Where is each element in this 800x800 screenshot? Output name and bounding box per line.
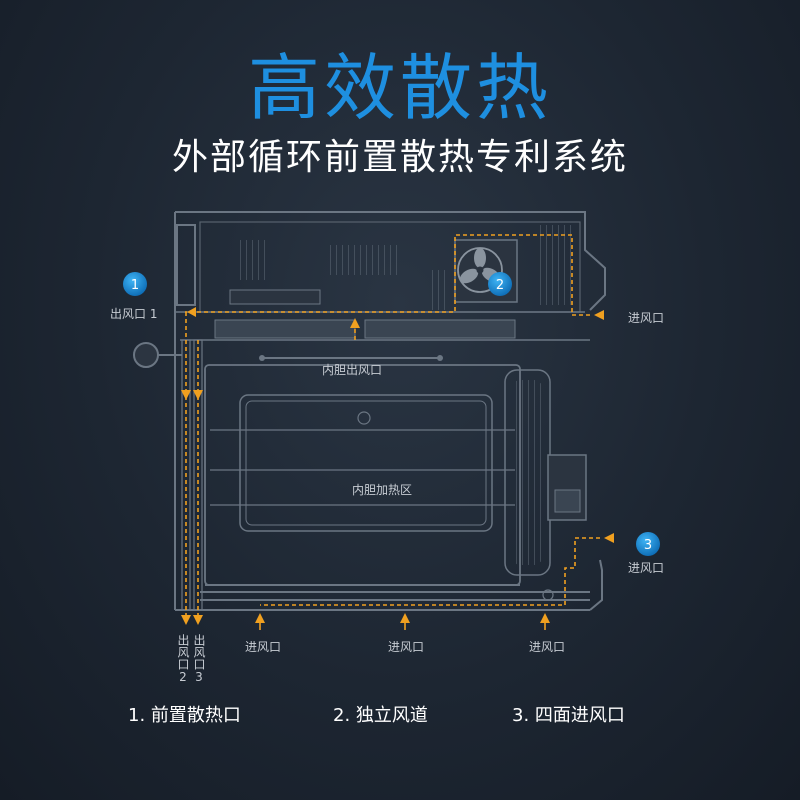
- label-inlet-bottom-1: 进风口: [245, 640, 281, 654]
- badge-1: 1: [123, 272, 147, 296]
- svg-text:2: 2: [496, 278, 504, 293]
- badge-3: 3: [636, 532, 660, 556]
- feature-independent-duct: 2. 独立风道: [333, 705, 428, 726]
- page-subtitle: 外部循环前置散热专利系统: [171, 137, 628, 178]
- label-inner-outlet: 内胆出风口: [322, 363, 382, 377]
- oven-internals: [133, 225, 587, 601]
- label-inner-heating: 内胆加热区: [352, 483, 412, 497]
- page-title: 高效散热: [247, 46, 552, 130]
- feature-front-vent: 1. 前置散热口: [128, 705, 241, 726]
- label-outlet-1: 出风口 1: [110, 307, 157, 321]
- airflow-arrows: [181, 307, 614, 630]
- svg-text:1: 1: [131, 278, 139, 293]
- label-inlet-right-top: 进风口: [628, 311, 664, 325]
- feature-four-side-inlet: 3. 四面进风口: [512, 705, 625, 726]
- label-outlet-2: 出风口2: [176, 634, 190, 684]
- label-outlet-3: 出风口3: [192, 634, 206, 684]
- label-inlet-bottom-3: 进风口: [529, 640, 565, 654]
- label-inlet-right-mid: 进风口: [628, 561, 664, 575]
- label-inlet-bottom-2: 进风口: [388, 640, 424, 654]
- badge-2: 2: [488, 272, 512, 296]
- svg-text:3: 3: [644, 538, 652, 553]
